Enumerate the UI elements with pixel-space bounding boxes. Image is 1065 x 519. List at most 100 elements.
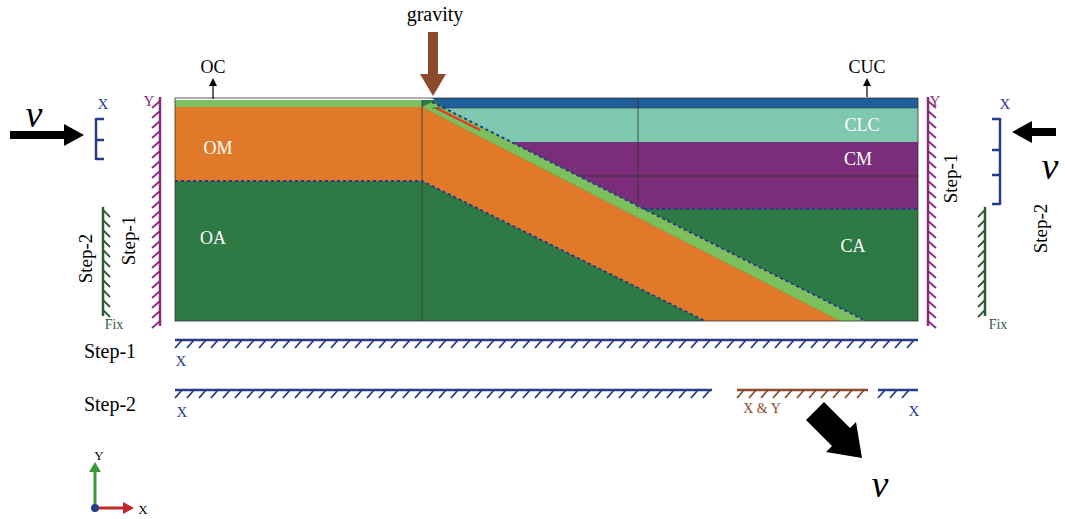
hatch-tick xyxy=(823,340,830,348)
hatch-tick xyxy=(187,390,194,398)
constraint-label: X xyxy=(98,97,109,112)
hatch-tick xyxy=(103,300,110,307)
hatch-tick xyxy=(559,340,566,348)
hatch-tick xyxy=(331,390,338,398)
hatch-tick xyxy=(247,390,254,398)
hatch-tick xyxy=(928,181,936,188)
hatch-tick xyxy=(152,301,160,308)
hatch-tick xyxy=(199,340,206,348)
hatch-tick xyxy=(715,340,722,348)
hatch-tick xyxy=(343,340,350,348)
hatch-tick xyxy=(152,131,160,138)
hatch-tick xyxy=(403,390,410,398)
constraint-label: X xyxy=(177,405,188,420)
hatch-tick xyxy=(427,340,434,348)
hatch-tick xyxy=(928,161,936,168)
hatch-tick xyxy=(415,340,422,348)
hatch-tick xyxy=(103,230,110,237)
hatch-tick xyxy=(152,241,160,248)
hatch-tick xyxy=(763,340,770,348)
hatch-tick xyxy=(928,251,936,258)
layer-label: OC xyxy=(200,58,225,76)
hatch-tick xyxy=(103,270,110,277)
step-label: Step-1 xyxy=(119,215,138,265)
hatch-tick xyxy=(787,340,794,348)
hatch-tick xyxy=(259,340,266,348)
hatch-tick xyxy=(978,260,985,267)
hatch-tick xyxy=(785,390,792,398)
hatch-tick xyxy=(571,340,578,348)
constraint-label: X xyxy=(1000,97,1011,112)
hatch-tick xyxy=(415,390,422,398)
hatch-tick xyxy=(978,310,985,317)
hatch-tick xyxy=(152,141,160,148)
hatch-tick xyxy=(595,340,602,348)
hatch-tick xyxy=(499,390,506,398)
hatch-tick xyxy=(103,290,110,297)
velocity-label: v xyxy=(26,95,43,133)
hatch-tick xyxy=(691,390,698,398)
hatch-tick xyxy=(809,390,816,398)
hatch-tick xyxy=(152,321,160,328)
hatch-tick xyxy=(283,390,290,398)
hatch-tick xyxy=(775,340,782,348)
hatch-tick xyxy=(737,390,744,398)
hatch-tick xyxy=(463,340,470,348)
hatch-tick xyxy=(271,390,278,398)
hatch-tick xyxy=(103,240,110,247)
hatch-tick xyxy=(523,390,530,398)
hatch-tick xyxy=(703,390,710,398)
hatch-tick xyxy=(667,390,674,398)
hatch-tick xyxy=(175,340,182,348)
hatch-tick xyxy=(475,340,482,348)
hatch-tick xyxy=(928,231,936,238)
hatch-tick xyxy=(152,211,160,218)
hatch-tick xyxy=(319,340,326,348)
hatch-tick xyxy=(152,291,160,298)
step-label: Step-1 xyxy=(941,153,960,203)
hatch-tick xyxy=(547,340,554,348)
hatch-tick xyxy=(799,340,806,348)
hatch-tick xyxy=(797,390,804,398)
hatch-tick xyxy=(928,121,936,128)
hatch-tick xyxy=(103,250,110,257)
hatch-tick xyxy=(928,211,936,218)
hatch-tick xyxy=(607,390,614,398)
hatch-tick xyxy=(928,221,936,228)
hatch-tick xyxy=(928,191,936,198)
hatch-tick xyxy=(175,390,182,398)
hatch-tick xyxy=(833,390,840,398)
hatch-tick xyxy=(739,340,746,348)
load-label: gravity xyxy=(407,4,464,24)
hatch-tick xyxy=(211,340,218,348)
hatch-tick xyxy=(439,340,446,348)
hatch-tick xyxy=(847,340,854,348)
hatch-tick xyxy=(367,390,374,398)
hatch-tick xyxy=(859,340,866,348)
hatch-tick xyxy=(439,390,446,398)
step-label: Step-2 xyxy=(84,394,136,414)
hatch-tick xyxy=(152,261,160,268)
hatch-tick xyxy=(235,390,242,398)
hatch-tick xyxy=(978,290,985,297)
hatch-tick xyxy=(152,161,160,168)
hatch-tick xyxy=(379,340,386,348)
hatch-tick xyxy=(978,220,985,227)
hatch-tick xyxy=(928,301,936,308)
hatch-tick xyxy=(427,390,434,398)
hatch-tick xyxy=(890,390,897,398)
hatch-tick xyxy=(523,340,530,348)
hatch-tick xyxy=(103,310,110,317)
step-label: Step-2 xyxy=(1031,203,1050,253)
hatch-tick xyxy=(451,390,458,398)
hatch-tick xyxy=(235,340,242,348)
hatch-tick xyxy=(631,340,638,348)
hatch-tick xyxy=(187,340,194,348)
hatch-tick xyxy=(928,131,936,138)
hatch-tick xyxy=(103,210,110,217)
hatch-tick xyxy=(343,390,350,398)
hatch-tick xyxy=(928,311,936,318)
hatch-tick xyxy=(835,340,842,348)
hatch-tick xyxy=(103,260,110,267)
hatch-tick xyxy=(535,390,542,398)
